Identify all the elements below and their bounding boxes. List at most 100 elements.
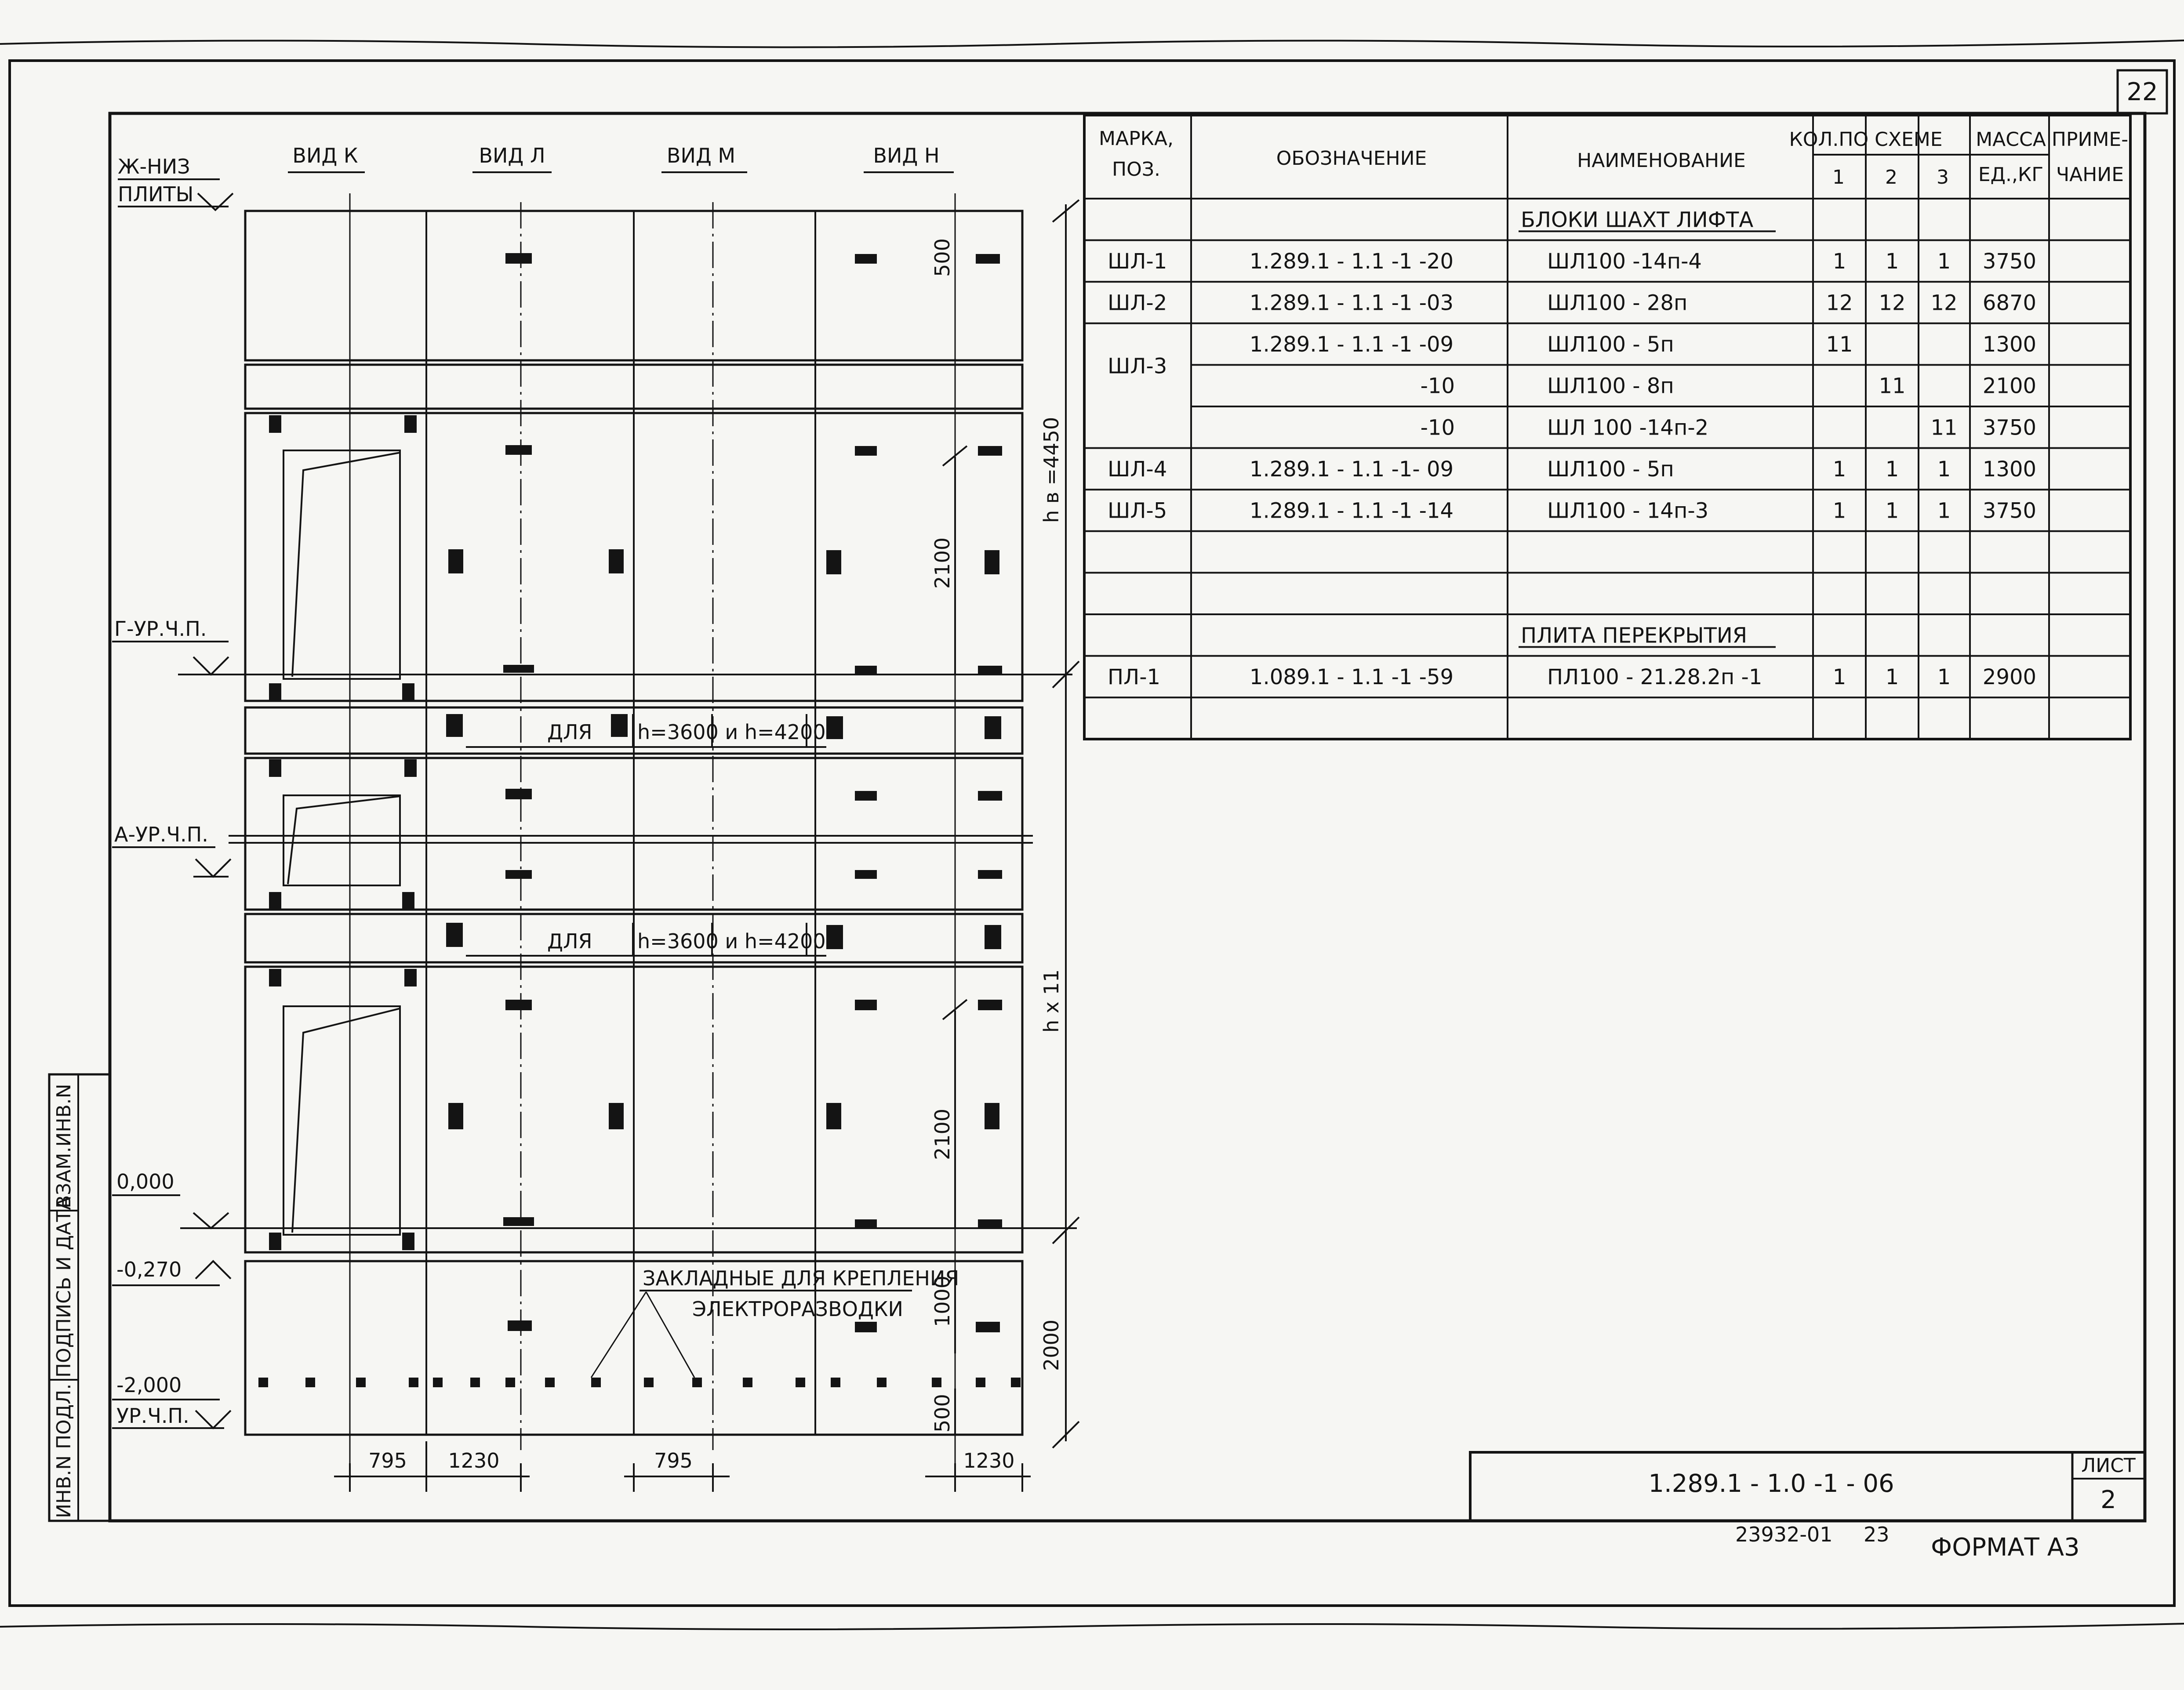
spec-cell-q3: 1 bbox=[1937, 457, 1951, 482]
level-ur: УР.Ч.П. bbox=[116, 1404, 189, 1428]
spec-cell-q2: 1 bbox=[1886, 249, 1899, 274]
level-zero: 0,000 bbox=[116, 1170, 174, 1193]
side-stamp-vzam: ВЗАМ.ИНВ.N bbox=[53, 1084, 75, 1208]
spec-header-q1: 1 bbox=[1832, 166, 1845, 189]
spec-header-note-2: ЧАНИЕ bbox=[2056, 163, 2124, 186]
view-k-label: ВИД К bbox=[292, 144, 358, 167]
spec-cell-mark: ШЛ-3 bbox=[1108, 354, 1167, 378]
note-dlya-1: ДЛЯ bbox=[547, 720, 592, 744]
spec-cell-mass: 3750 bbox=[1983, 499, 2036, 523]
page-number: 22 bbox=[2126, 78, 2158, 106]
spec-cell-des: -10 bbox=[1421, 374, 1455, 399]
side-stamp-inv-podl: ИНВ.N ПОДЛ. bbox=[53, 1384, 75, 1518]
spec-cell-name: ШЛ100 - 28п bbox=[1547, 291, 1687, 316]
top-edge-line bbox=[0, 40, 2184, 48]
note-dlya-2: ДЛЯ bbox=[547, 929, 592, 953]
dim-795-b: 795 bbox=[654, 1449, 693, 1472]
spec-cell-des: 1.289.1 - 1.1 -1 -03 bbox=[1250, 291, 1454, 316]
dimension-lines bbox=[942, 199, 1080, 1449]
sheet-format: ФОРМАТ А3 bbox=[1931, 1533, 2080, 1562]
dim-1230-a: 1230 bbox=[448, 1449, 499, 1472]
spec-table: МАРКА, ПОЗ. ОБОЗНАЧЕНИЕ НАИМЕНОВАНИЕ КОЛ… bbox=[1083, 114, 2132, 740]
view-n-label: ВИД Н bbox=[873, 144, 939, 167]
axis-lines bbox=[349, 193, 956, 1485]
spec-cell-mark: ШЛ-2 bbox=[1108, 291, 1167, 316]
dim-1230-b: 1230 bbox=[963, 1449, 1014, 1472]
spec-header-mass-2: ЕД.,КГ bbox=[1978, 163, 2043, 186]
view-l-label: ВИД Л bbox=[479, 144, 545, 167]
elevation-drawing: ВИД К ВИД Л ВИД М ВИД Н bbox=[112, 144, 1080, 1492]
level-a: А-УР.Ч.П. bbox=[114, 823, 208, 846]
spec-cell-des: 1.289.1 - 1.1 -1- 09 bbox=[1250, 457, 1454, 482]
spec-header-mass: МАССА bbox=[1976, 128, 2046, 151]
outer-frame bbox=[8, 59, 2176, 1607]
note-embed-2: ЭЛЕКТРОРАЗВОДКИ bbox=[692, 1297, 903, 1321]
archive-number: 23932-01 bbox=[1735, 1523, 1832, 1546]
dim-500-top: 500 bbox=[930, 238, 954, 277]
side-stamp: ИНВ.N ПОДЛ. ПОДПИСЬ И ДАТА ВЗАМ.ИНВ.N bbox=[48, 1073, 111, 1522]
spec-cell-mass: 2100 bbox=[1983, 374, 2036, 399]
dim-1000: 1000 bbox=[930, 1276, 954, 1327]
spec-cell-name: ШЛ100 - 5п bbox=[1547, 457, 1674, 482]
spec-header-note: ПРИМЕ- bbox=[2052, 128, 2128, 151]
spec-header-q3: 3 bbox=[1937, 166, 1949, 189]
dim-795-a: 795 bbox=[368, 1449, 407, 1472]
view-separators bbox=[425, 211, 816, 1435]
inner-frame bbox=[108, 112, 2147, 1523]
spec-cell-q2: 12 bbox=[1879, 291, 1905, 316]
embedded-parts bbox=[258, 253, 1021, 1387]
dim-hx: h x 11 bbox=[1039, 969, 1063, 1033]
spec-cell-name: ШЛ100 - 5п bbox=[1547, 332, 1674, 357]
spec-cell-q1: 1 bbox=[1833, 457, 1846, 482]
spec-cell-mark: ШЛ-5 bbox=[1108, 499, 1167, 523]
spec-header-q2: 2 bbox=[1885, 166, 1897, 189]
spec-cell-name: ШЛ100 - 14п-3 bbox=[1547, 499, 1708, 523]
spec-cell-mass: 6870 bbox=[1983, 291, 2036, 316]
spec-cell-name: БЛОКИ ШАХТ ЛИФТА bbox=[1521, 207, 1753, 232]
spec-cell-q1: 1 bbox=[1833, 499, 1846, 523]
spec-header-mark-2: ПОЗ. bbox=[1112, 158, 1160, 181]
title-block: 1.289.1 - 1.0 -1 - 06 ЛИСТ 2 bbox=[1469, 1451, 2146, 1522]
spec-cell-mass: 1300 bbox=[1983, 332, 2036, 357]
spec-cell-q2: 1 bbox=[1886, 499, 1899, 523]
bottom-dimension-chain bbox=[334, 1441, 1031, 1492]
note-embed-1: ЗАКЛАДНЫЕ ДЛЯ КРЕПЛЕНИЯ bbox=[643, 1266, 959, 1290]
sheet-number: 2 bbox=[2100, 1486, 2116, 1514]
spec-cell-mark: ШЛ-1 bbox=[1108, 249, 1167, 274]
spec-cell-des: 1.289.1 - 1.1 -1 -14 bbox=[1250, 499, 1454, 523]
spec-cell-name: ПЛИТА ПЕРЕКРЫТИЯ bbox=[1521, 623, 1747, 648]
dim-hb: h в =4450 bbox=[1039, 417, 1063, 523]
spec-cell-name: ПЛ100 - 21.28.2п -1 bbox=[1547, 665, 1762, 689]
spec-cell-q2: 11 bbox=[1879, 374, 1905, 399]
level-minus-2: -2,000 bbox=[116, 1373, 182, 1397]
spec-cell-q1: 12 bbox=[1826, 291, 1853, 316]
spec-cell-name: ШЛ 100 -14п-2 bbox=[1547, 415, 1708, 440]
spec-cell-mass: 2900 bbox=[1983, 665, 2036, 689]
note-h-1: h=3600 и h=4200 bbox=[637, 720, 826, 744]
bottom-edge-line bbox=[0, 1623, 2184, 1630]
spec-cell-name: ШЛ100 - 8п bbox=[1547, 374, 1674, 399]
archive-page: 23 bbox=[1864, 1523, 1890, 1546]
spec-cell-q1: 1 bbox=[1833, 665, 1846, 689]
sheet-label: ЛИСТ bbox=[2081, 1454, 2136, 1477]
spec-header-designation: ОБОЗНАЧЕНИЕ bbox=[1276, 147, 1427, 170]
spec-cell-q3: 1 bbox=[1937, 665, 1951, 689]
spec-cell-q2: 1 bbox=[1886, 665, 1899, 689]
level-marks bbox=[112, 178, 1077, 1429]
spec-cell-des: 1.289.1 - 1.1 -1 -09 bbox=[1250, 332, 1454, 357]
spec-cell-mass: 3750 bbox=[1983, 249, 2036, 274]
spec-header-name: НАИМЕНОВАНИЕ bbox=[1577, 149, 1746, 172]
level-zh-bottom: ПЛИТЫ bbox=[118, 182, 193, 206]
spec-cell-q3: 12 bbox=[1930, 291, 1957, 316]
spec-cell-des: -10 bbox=[1421, 415, 1455, 440]
spec-cell-name: ШЛ100 -14п-4 bbox=[1547, 249, 1702, 274]
spec-header-qty: КОЛ.ПО СХЕМЕ bbox=[1789, 128, 1942, 151]
spec-cell-q3: 11 bbox=[1930, 415, 1957, 440]
side-stamp-podpis: ПОДПИСЬ И ДАТА bbox=[53, 1197, 75, 1378]
spec-cell-q3: 1 bbox=[1937, 499, 1951, 523]
spec-cell-q1: 1 bbox=[1833, 249, 1846, 274]
note-h-2: h=3600 и h=4200 bbox=[637, 929, 826, 953]
spec-cell-q1: 11 bbox=[1826, 332, 1853, 357]
dim-2100-upper: 2100 bbox=[930, 537, 954, 589]
